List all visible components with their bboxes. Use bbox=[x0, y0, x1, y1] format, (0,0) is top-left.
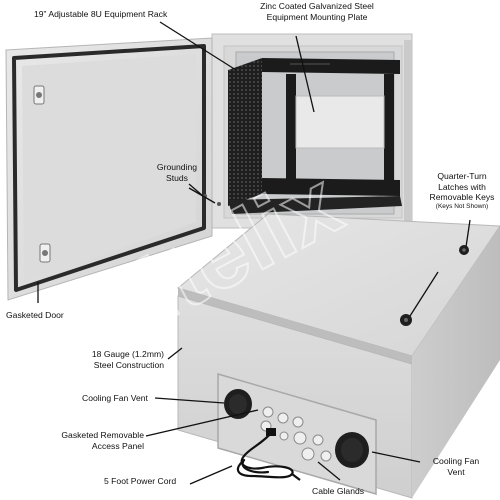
callout-gasketed-door: Gasketed Door bbox=[6, 310, 64, 321]
callout-latches-line3: Removable Keys bbox=[429, 192, 495, 202]
callout-lines bbox=[37, 21, 471, 485]
callout-latches-line1: Quarter-Turn bbox=[437, 171, 487, 181]
callout-grounding-line2: Studs bbox=[166, 172, 188, 183]
callout-power-cord-text: 5 Foot Power Cord bbox=[104, 476, 177, 486]
callout-cable-glands-text: Cable Glands bbox=[312, 486, 365, 496]
grounding-stud-icon bbox=[217, 202, 221, 206]
callout-fan-vent-right: Cooling Fan Vent bbox=[420, 456, 492, 477]
callout-fan-vent-right-line2: Vent bbox=[447, 466, 465, 477]
callout-gauge-line2: Steel Construction bbox=[93, 359, 164, 370]
callout-grounding-line1: Grounding bbox=[156, 162, 198, 172]
callout-gauge-line1: 18 Gauge (1.2mm) bbox=[91, 349, 164, 359]
gasketed-door bbox=[5, 37, 213, 301]
callout-fan-vent-right-line1: Cooling Fan bbox=[432, 456, 480, 466]
lower-enclosure bbox=[176, 213, 500, 499]
cable-glands bbox=[260, 406, 332, 462]
callout-latches-note: (Keys Not Shown) bbox=[435, 202, 489, 210]
callout-rack: 19” Adjustable 8U Equipment Rack bbox=[34, 9, 167, 20]
callout-grounding: Grounding Studs bbox=[146, 162, 208, 183]
callout-cable-glands: Cable Glands bbox=[312, 486, 364, 497]
callout-panel-line1: Gasketed Removable bbox=[61, 430, 144, 440]
callout-panel-line2: Access Panel bbox=[91, 440, 144, 451]
callout-gasketed-door-text: Gasketed Door bbox=[6, 310, 64, 320]
callout-power-cord: 5 Foot Power Cord bbox=[104, 476, 176, 487]
callout-plate-line2: Equipment Mounting Plate bbox=[266, 11, 368, 22]
callout-fan-vent-left: Cooling Fan Vent bbox=[82, 393, 148, 404]
callout-access-panel: Gasketed Removable Access Panel bbox=[60, 430, 144, 451]
power-cord bbox=[236, 428, 294, 479]
callout-latches-line2: Latches with bbox=[438, 181, 486, 192]
upper-enclosure bbox=[211, 33, 413, 229]
callout-plate-line1: Zinc Coated Galvanized Steel bbox=[260, 1, 374, 11]
equipment-rack bbox=[228, 58, 402, 214]
callout-latches: Quarter-Turn Latches with Removable Keys… bbox=[422, 171, 500, 211]
access-panel bbox=[217, 373, 377, 495]
callout-rack-text: 19” Adjustable 8U Equipment Rack bbox=[34, 9, 168, 19]
callout-fan-vent-left-text: Cooling Fan Vent bbox=[82, 393, 148, 403]
callout-gauge: 18 Gauge (1.2mm) Steel Construction bbox=[84, 349, 164, 370]
callout-mounting-plate: Zinc Coated Galvanized Steel Equipment M… bbox=[232, 1, 402, 22]
